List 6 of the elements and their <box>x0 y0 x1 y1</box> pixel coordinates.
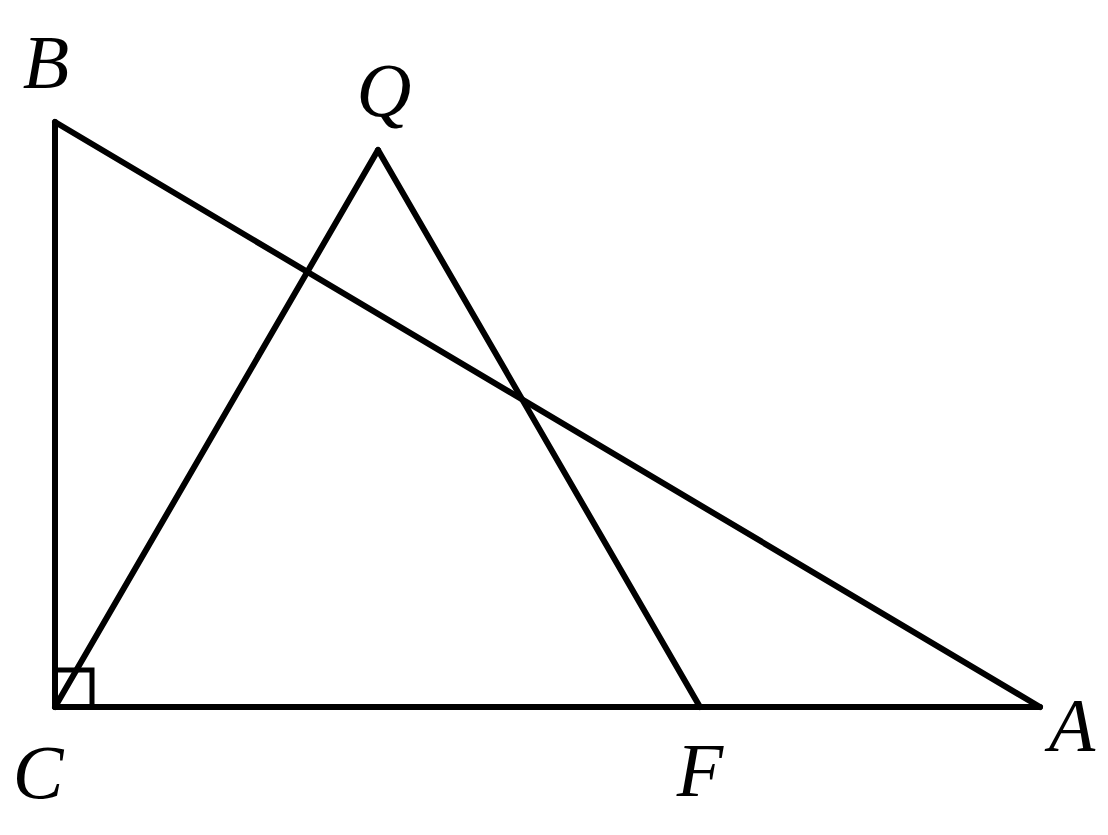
line-segment <box>375 147 703 710</box>
vertex-label: B <box>22 24 70 100</box>
vertex-label: C <box>12 734 64 810</box>
line-segment <box>52 147 381 710</box>
vertex-label: Q <box>356 52 412 128</box>
vertex-label: F <box>676 732 724 808</box>
